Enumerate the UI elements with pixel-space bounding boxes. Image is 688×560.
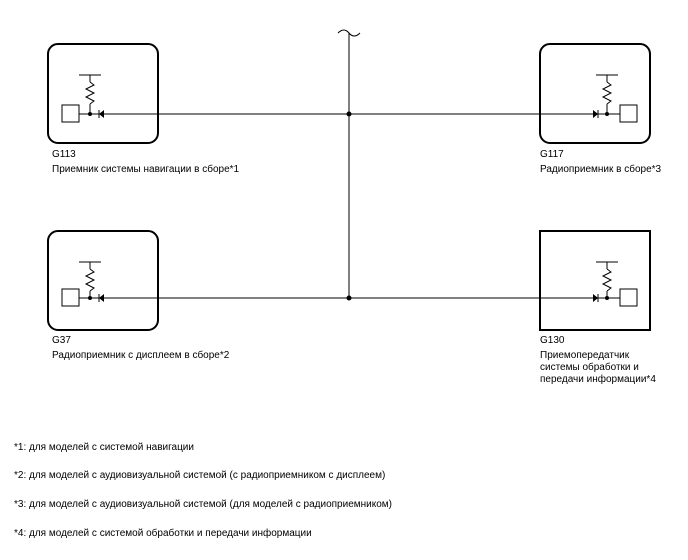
footnote-2: *2: для моделей с аудиовизуальной систем… [14,470,386,481]
footnote-3: *3: для моделей с аудиовизуальной систем… [14,499,393,510]
component-g113-name: Приемник системы навигации в сборе*1 [52,164,240,175]
splice-point-bottom [346,295,352,301]
component-g117-symbol [539,43,651,144]
component-g113-symbol [47,43,159,144]
component-g117-id: G117 [540,149,564,160]
splice-point-top [346,111,352,117]
component-g130-name-line-3: передачи информации*4 [540,374,656,385]
component-g130-name-line-1: Приемопередатчик [540,350,630,361]
component-g117-name: Радиоприемник в сборе*3 [540,164,662,175]
component-g37-name: Радиоприемник с дисплеем в сборе*2 [52,350,230,361]
component-g37-symbol [47,230,159,331]
footnote-4: *4: для моделей с системой обработки и п… [14,528,312,539]
component-g37-id: G37 [52,335,71,346]
component-g113-id: G113 [52,149,76,160]
component-g130-id: G130 [540,335,565,346]
footnote-1: *1: для моделей с системой навигации [14,442,194,453]
component-g130-name-line-2: системы обработки и [540,362,639,373]
component-g130-symbol [539,230,651,331]
